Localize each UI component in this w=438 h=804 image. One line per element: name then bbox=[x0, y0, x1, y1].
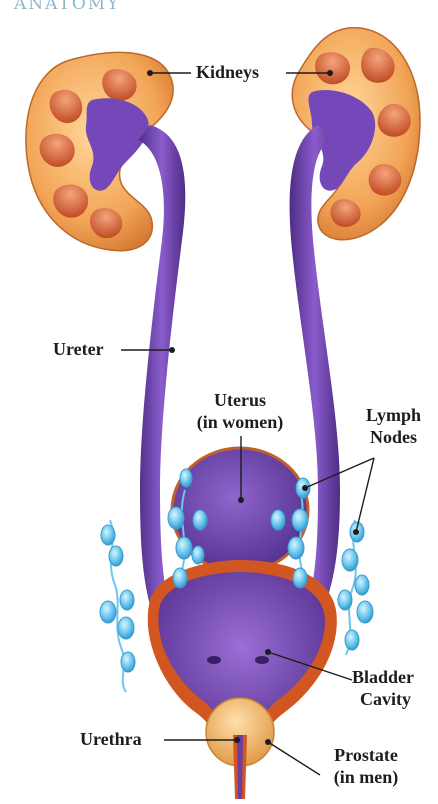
label-prostate-note: (in men) bbox=[316, 767, 416, 788]
label-prostate-title: Prostate bbox=[316, 745, 416, 766]
label-ureter: Ureter bbox=[53, 339, 104, 360]
label-bladder: Bladder bbox=[352, 667, 414, 688]
label-urethra: Urethra bbox=[80, 729, 142, 750]
label-kidneys: Kidneys bbox=[196, 62, 259, 83]
label-lymph: Lymph bbox=[366, 405, 421, 426]
page-header: ANATOMY bbox=[14, 0, 120, 14]
label-uterus-title: Uterus bbox=[190, 390, 290, 411]
label-uterus-note: (in women) bbox=[185, 412, 295, 433]
label-cavity: Cavity bbox=[360, 689, 411, 710]
label-nodes: Nodes bbox=[370, 427, 417, 448]
